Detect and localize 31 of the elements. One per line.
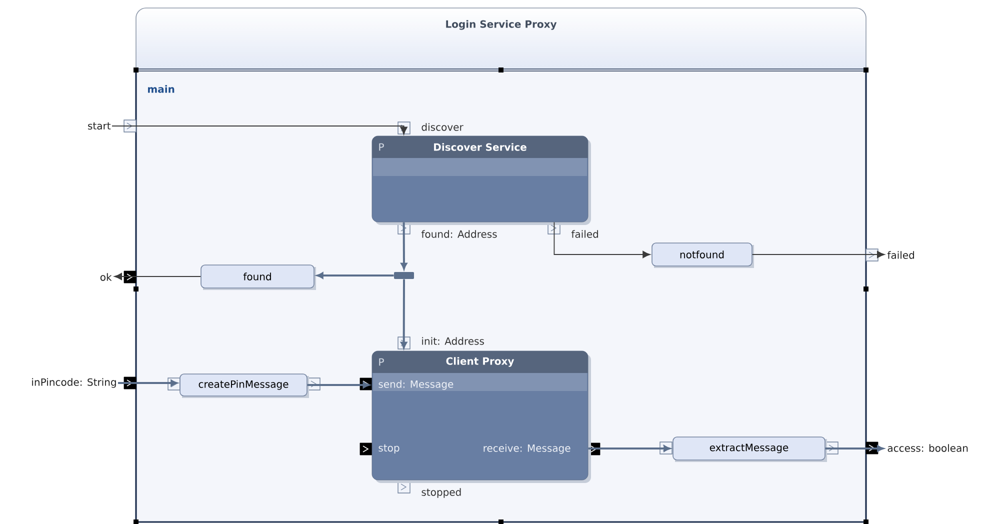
port-label: send: Message [378,380,454,390]
action-box: extractMessage [672,436,827,462]
arrow [316,272,394,279]
port-label: ok [100,273,112,281]
port-label: init: Address [422,337,484,345]
arrow [400,222,408,270]
port-label: receive: Message [484,444,570,454]
component-box: P Discover Service [372,136,591,225]
port-label: found: Address [421,230,497,238]
arrow [825,445,884,452]
action-box: createPinMessage [180,374,309,398]
port-label: failed [571,230,598,238]
port-label: discover [422,123,464,131]
frame-title: Login Service Proxy [446,20,557,30]
action-box: found [200,264,316,290]
arrow [112,126,408,135]
action-box: notfound [652,242,754,268]
arrow [114,272,202,280]
arrow [118,380,178,386]
arrow [554,222,650,258]
arrow [400,279,407,349]
region-label: main [148,85,174,93]
arrow [307,382,370,388]
port-label: inPincode: String [32,378,116,388]
arrow [588,445,670,452]
port-label: start [88,122,111,130]
port-label: access: boolean [888,444,968,452]
port-label: stop [378,444,400,454]
arrow [752,250,885,258]
port-label: failed [887,251,914,259]
port-label: stopped [422,488,461,498]
